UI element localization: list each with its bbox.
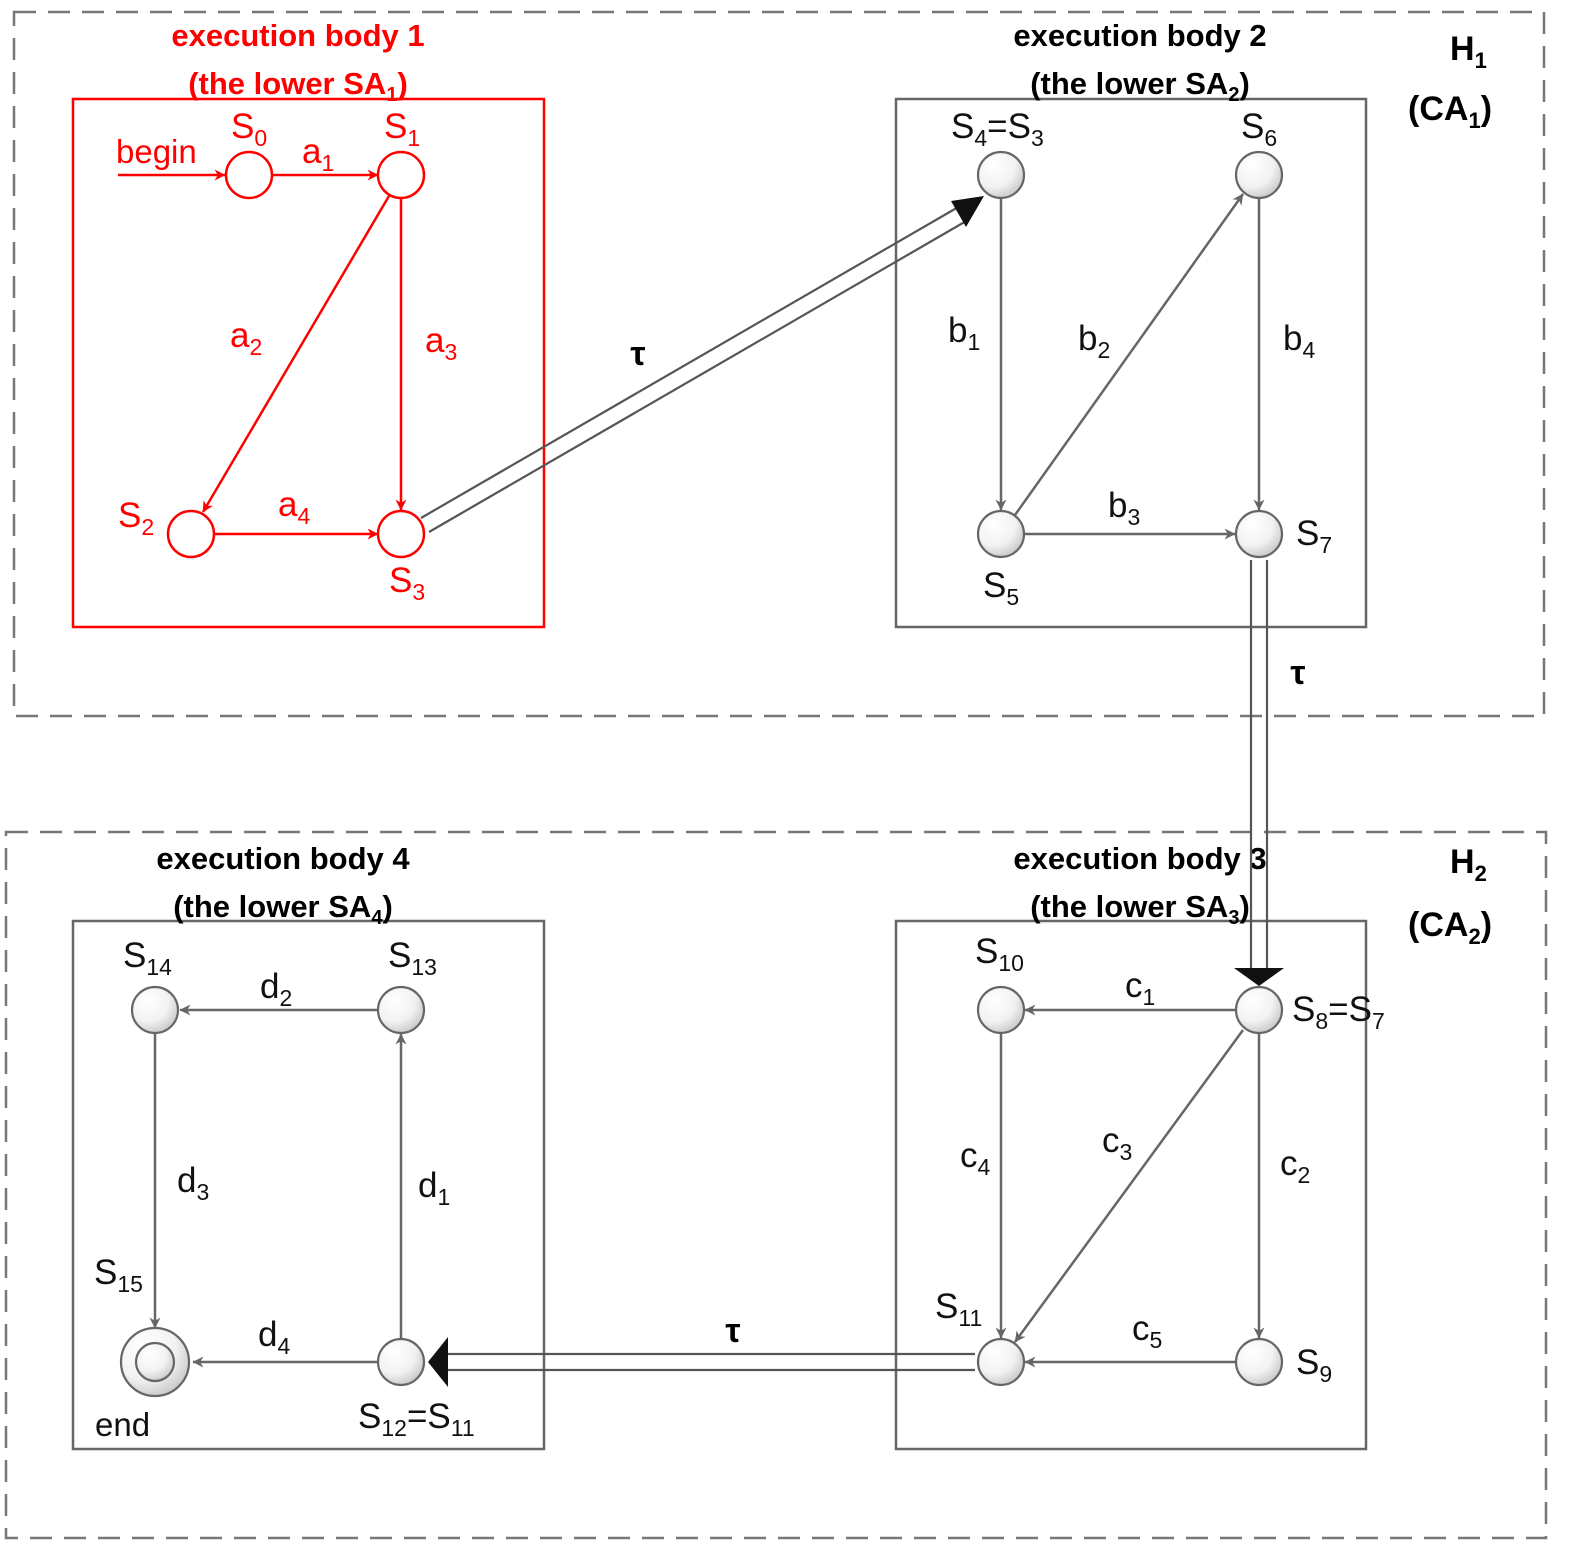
transition-d4-label: d4 (258, 1315, 290, 1359)
state-s11-node (976, 1337, 1026, 1387)
begin-label: begin (116, 133, 197, 170)
state-s14-node (130, 985, 180, 1035)
state-s2-node (166, 509, 216, 559)
transition-b2-label: b2 (1078, 319, 1110, 363)
state-s6-node (1234, 150, 1284, 200)
transition-c5-label: c5 (1132, 1309, 1162, 1353)
group-h2-box (4, 830, 1548, 1540)
body-2-box (894, 97, 1368, 629)
tau-arrow-body3-to-body4 (428, 1337, 975, 1387)
tau-arrow-body1-to-body2 (420, 196, 984, 533)
body-1-box (71, 97, 546, 629)
group-h2-ca: (CA2) (1408, 906, 1492, 949)
transition-c4-label: c4 (960, 1136, 991, 1180)
transition-c1-label: c1 (1125, 966, 1155, 1010)
tau-label-2: τ (1290, 654, 1305, 692)
state-s1-node (376, 150, 426, 200)
body-4-title: execution body 4 (156, 841, 410, 876)
tau-label-1: τ (630, 335, 645, 373)
body-3-title: execution body 3 (1013, 841, 1266, 876)
state-s13-label: S13 (388, 936, 437, 980)
body-1-title: execution body 1 (171, 18, 424, 53)
state-s8-label: S8=S7 (1292, 990, 1385, 1034)
transition-d1-label: d1 (418, 1166, 450, 1210)
state-s5-node (976, 509, 1026, 559)
transition-b3-label: b3 (1108, 486, 1140, 530)
state-s7-node (1234, 509, 1284, 559)
body-4-subtitle: (the lower SA4) (173, 889, 393, 929)
group-h2-label: H2 (1450, 843, 1487, 886)
state-s15-inner-node (134, 1341, 176, 1383)
transition-d3-label: d3 (177, 1161, 209, 1205)
state-s7-label: S7 (1296, 514, 1332, 558)
state-s1-label: S1 (384, 107, 420, 151)
tau-label-3: τ (725, 1312, 740, 1350)
tau-arrow-body2-to-body3 (1234, 560, 1284, 986)
transition-a1-label: a1 (302, 132, 334, 176)
state-s4-node (976, 150, 1026, 200)
transition-b1-label: b1 (948, 311, 980, 355)
group-h1-ca: (CA1) (1408, 90, 1492, 133)
group-h1-label: H1 (1450, 30, 1487, 73)
state-s3-node (376, 509, 426, 559)
state-s3-label: S3 (389, 561, 425, 605)
state-s4-label: S4=S3 (951, 107, 1044, 151)
state-s12-node (376, 1337, 426, 1387)
transition-a3-label: a3 (425, 321, 457, 365)
group-h1-box (12, 10, 1546, 718)
state-s15-label: S15 (94, 1253, 143, 1297)
state-s8-node (1234, 985, 1284, 1035)
end-label: end (95, 1406, 150, 1443)
state-s14-label: S14 (123, 936, 172, 980)
transition-a4-label: a4 (278, 485, 310, 529)
state-s10-label: S10 (975, 932, 1024, 976)
state-s12-label: S12=S11 (358, 1397, 475, 1441)
body-1-subtitle: (the lower SA1) (188, 66, 408, 106)
body-2-title: execution body 2 (1013, 18, 1266, 53)
state-s5-label: S5 (983, 566, 1019, 610)
edge-c3 (1013, 1029, 1245, 1343)
state-s6-label: S6 (1241, 107, 1277, 151)
state-s9-label: S9 (1296, 1343, 1332, 1387)
state-s2-label: S2 (118, 496, 154, 540)
state-s10-node (976, 985, 1026, 1035)
state-s0-node (224, 150, 274, 200)
transition-a2-label: a2 (230, 316, 262, 360)
state-s9-node (1234, 1337, 1284, 1387)
state-s13-node (376, 985, 426, 1035)
body-3-subtitle: (the lower SA3) (1030, 889, 1250, 929)
body-2-subtitle: (the lower SA2) (1030, 66, 1250, 106)
transition-c3-label: c3 (1102, 1121, 1132, 1165)
state-s11-label: S11 (935, 1287, 982, 1331)
transition-d2-label: d2 (260, 967, 292, 1011)
edge-a2 (201, 195, 391, 513)
transition-b4-label: b4 (1283, 319, 1315, 363)
body-3-box (894, 919, 1368, 1451)
body-4-box (71, 919, 546, 1451)
state-s0-label: S0 (231, 107, 267, 151)
transition-c2-label: c2 (1280, 1144, 1310, 1188)
edge-b2 (1013, 193, 1245, 516)
